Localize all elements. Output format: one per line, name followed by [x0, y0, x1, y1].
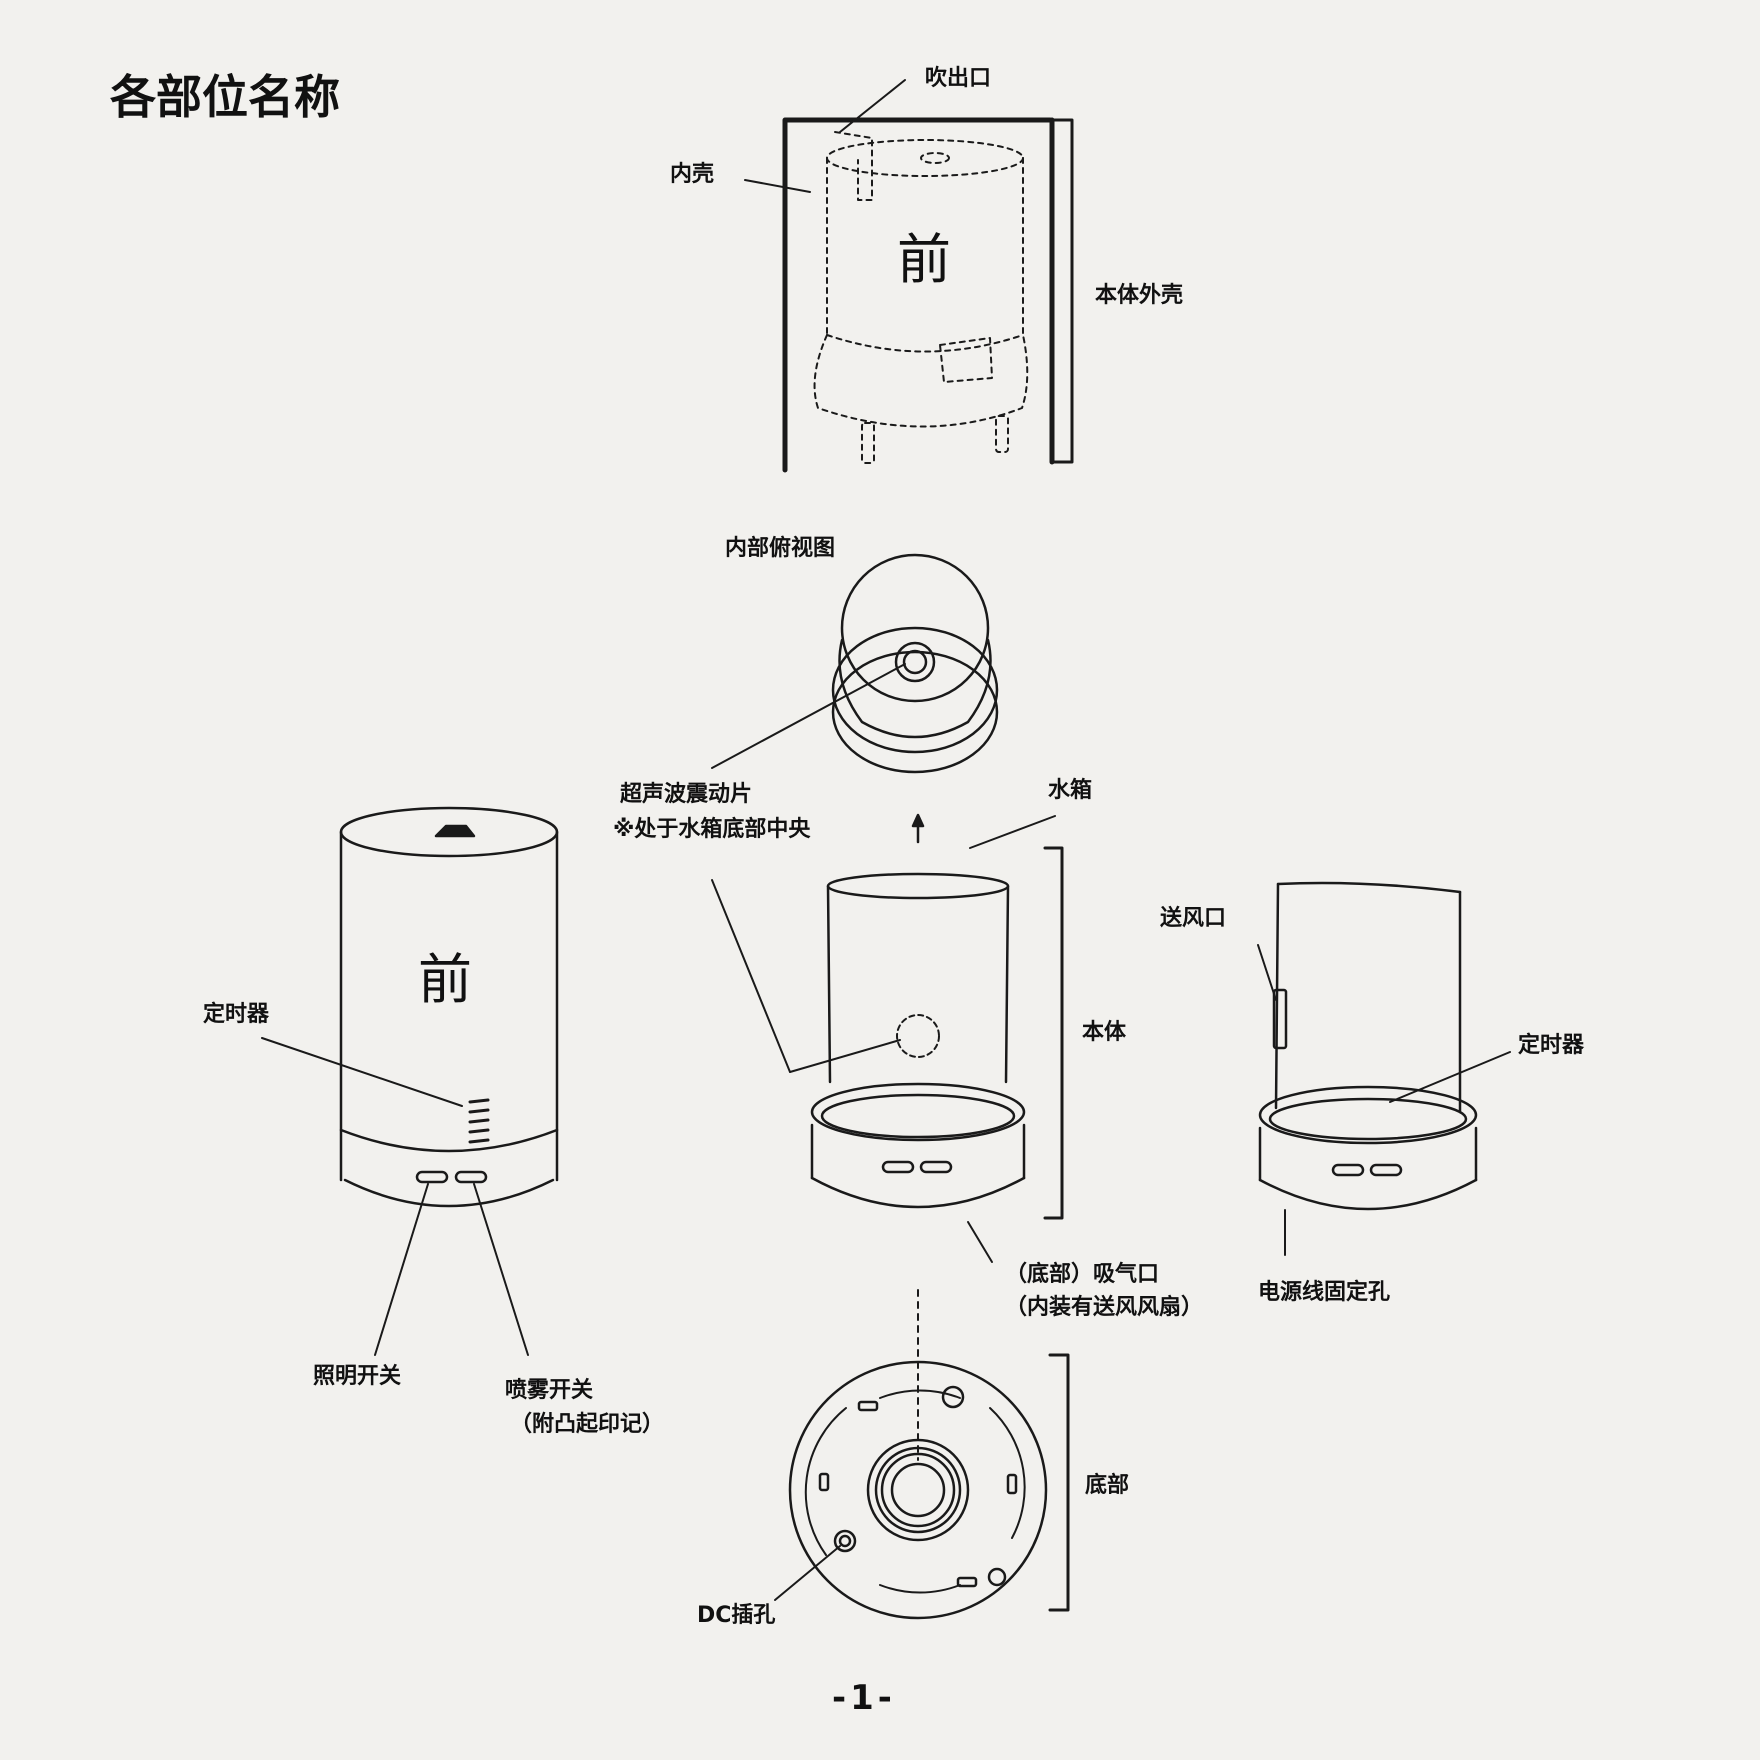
label-air-vent: 送风口	[1160, 906, 1227, 931]
label-cord-hole: 电源线固定孔	[1258, 1280, 1391, 1305]
label-intake-line1: （底部）吸气口	[1005, 1262, 1160, 1287]
inner-shell-drawing	[813, 131, 1029, 464]
label-outer-shell: 本体外壳	[1095, 283, 1184, 308]
page-number: -1-	[832, 1678, 896, 1718]
label-inner-shell: 内壳	[670, 162, 715, 187]
label-top-view: 内部俯视图	[725, 536, 836, 561]
front-mark-left: 前	[418, 948, 472, 1011]
page-title: 各部位名称	[110, 70, 340, 124]
label-ultrasonic-line1: 超声波震动片	[620, 782, 753, 807]
leader-lines	[261, 79, 1511, 1601]
label-intake-line2: （内装有送风风扇）	[1005, 1295, 1204, 1320]
front-mark-top: 前	[897, 228, 951, 291]
label-light-switch: 照明开关	[313, 1364, 402, 1389]
label-dc-jack: DC插孔	[697, 1603, 776, 1628]
brackets	[1043, 846, 1070, 1612]
outer-shell-drawing	[782, 117, 1074, 473]
label-body: 本体	[1082, 1020, 1127, 1045]
top-view-drawing	[831, 553, 999, 774]
label-mist-switch-line2: （附凸起印记）	[510, 1412, 665, 1437]
main-body-drawing	[810, 813, 1026, 1209]
label-timer-left: 定时器	[203, 1002, 270, 1027]
bottom-view-drawing	[788, 1289, 1048, 1620]
label-outlet: 吹出口	[925, 66, 992, 91]
label-mist-switch-line1: 喷雾开关	[505, 1378, 594, 1403]
assembled-unit-drawing	[339, 806, 559, 1208]
label-ultrasonic-line2: ※处于水箱底部中央	[613, 817, 811, 842]
label-water-tank: 水箱	[1048, 778, 1093, 803]
label-timer-right: 定时器	[1518, 1033, 1585, 1058]
label-bottom: 底部	[1085, 1473, 1130, 1498]
side-view-drawing	[1258, 881, 1478, 1211]
